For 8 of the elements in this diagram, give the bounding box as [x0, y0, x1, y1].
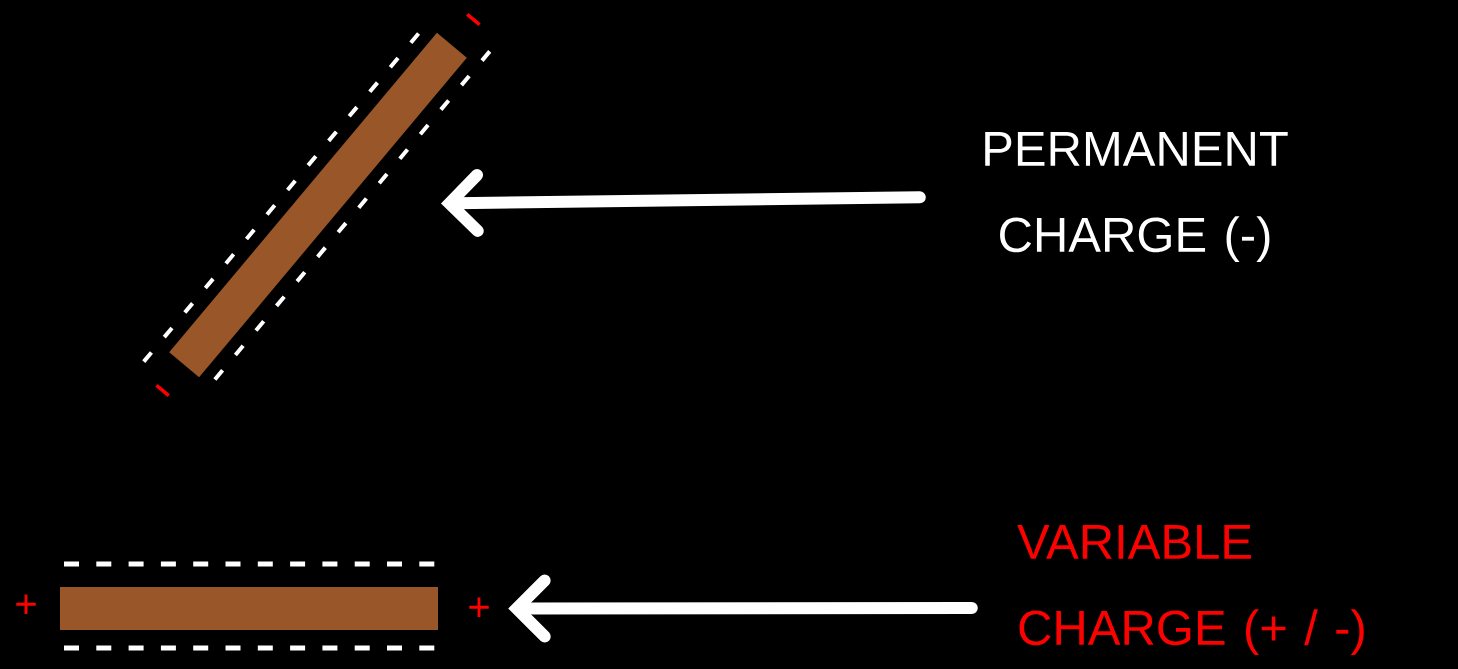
charge-label: PERMANENT CHARGE (-)	[985, 132, 1288, 262]
clay-particle	[60, 587, 438, 630]
arrow	[440, 168, 926, 237]
clay-particle	[169, 32, 467, 378]
charge-label: VARIABLE CHARGE (+ / -)	[1017, 525, 1364, 655]
charge-sign: +	[469, 597, 489, 618]
charge-sign: +	[16, 594, 36, 615]
arrow	[508, 574, 978, 643]
